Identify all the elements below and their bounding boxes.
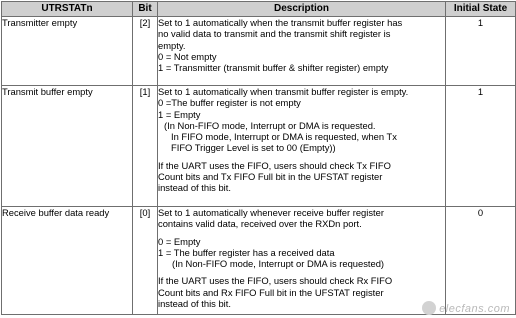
- field-initial-state: 0: [445, 206, 516, 315]
- header-description: Description: [157, 1, 446, 17]
- desc-line: instead of this bit.: [158, 298, 231, 310]
- desc-line: 1 = Transmitter (transmit buffer & shift…: [158, 62, 389, 74]
- desc-line: If the UART uses the FIFO, users should …: [158, 275, 393, 287]
- watermark-logo-icon: [422, 301, 437, 315]
- field-bit: [0]: [132, 206, 158, 315]
- desc-line: If the UART uses the FIFO, users should …: [158, 159, 391, 171]
- watermark-text: elecfans.com: [439, 303, 510, 315]
- desc-line: In FIFO mode, Interrupt or DMA is reques…: [171, 131, 397, 143]
- desc-line: Set to 1 automatically when transmit buf…: [158, 86, 409, 97]
- field-initial-state: 1: [445, 85, 516, 207]
- field-name: Receive buffer data ready: [1, 206, 133, 315]
- desc-line: (In Non-FIFO mode, Interrupt or DMA is r…: [164, 119, 376, 131]
- header-initial-state: Initial State: [445, 1, 516, 17]
- table-row: Transmitter empty [2] Set to 1 automatic…: [1, 16, 516, 86]
- desc-line: no valid data to transmit and the transm…: [158, 28, 391, 40]
- desc-line: empty.: [158, 39, 186, 51]
- desc-line: Set to 1 automatically when the transmit…: [158, 17, 403, 28]
- field-description: Set to 1 automatically when transmit buf…: [157, 85, 446, 207]
- table-row: Transmit buffer empty [1] Set to 1 autom…: [1, 85, 516, 207]
- field-description: Set to 1 automatically whenever receive …: [157, 206, 446, 315]
- desc-line: Count bits and Tx FIFO Full bit in the U…: [158, 171, 383, 183]
- desc-line: 0 =The buffer register is not empty: [158, 97, 301, 109]
- desc-line: 0 = Not empty: [158, 50, 217, 62]
- field-name: Transmitter empty: [1, 16, 133, 86]
- field-description: Set to 1 automatically when the transmit…: [157, 16, 446, 86]
- field-bit: [2]: [132, 16, 158, 86]
- desc-line: 1 = Empty: [158, 108, 201, 120]
- field-initial-state: 1: [445, 16, 516, 86]
- header-bit: Bit: [132, 1, 158, 17]
- desc-line: Set to 1 automatically whenever receive …: [158, 207, 384, 218]
- field-bit: [1]: [132, 85, 158, 207]
- desc-line: 1 = The buffer register has a received d…: [158, 246, 335, 258]
- field-name: Transmit buffer empty: [1, 85, 133, 207]
- desc-line: instead of this bit.: [158, 182, 231, 194]
- desc-line: contains valid data, received over the R…: [158, 218, 362, 230]
- desc-line: 0 = Empty: [158, 235, 201, 247]
- desc-line: FIFO Trigger Level is set to 00 (Empty)): [171, 142, 336, 154]
- header-row: UTRSTATn Bit Description Initial State: [1, 1, 516, 17]
- desc-line: (In Non-FIFO mode, Interrupt or DMA is r…: [172, 258, 385, 270]
- watermark: elecfans.com: [422, 301, 510, 315]
- desc-line: Count bits and Rx FIFO Full bit in the U…: [158, 286, 384, 298]
- table-row: Receive buffer data ready [0] Set to 1 a…: [1, 206, 516, 315]
- header-register: UTRSTATn: [1, 1, 133, 17]
